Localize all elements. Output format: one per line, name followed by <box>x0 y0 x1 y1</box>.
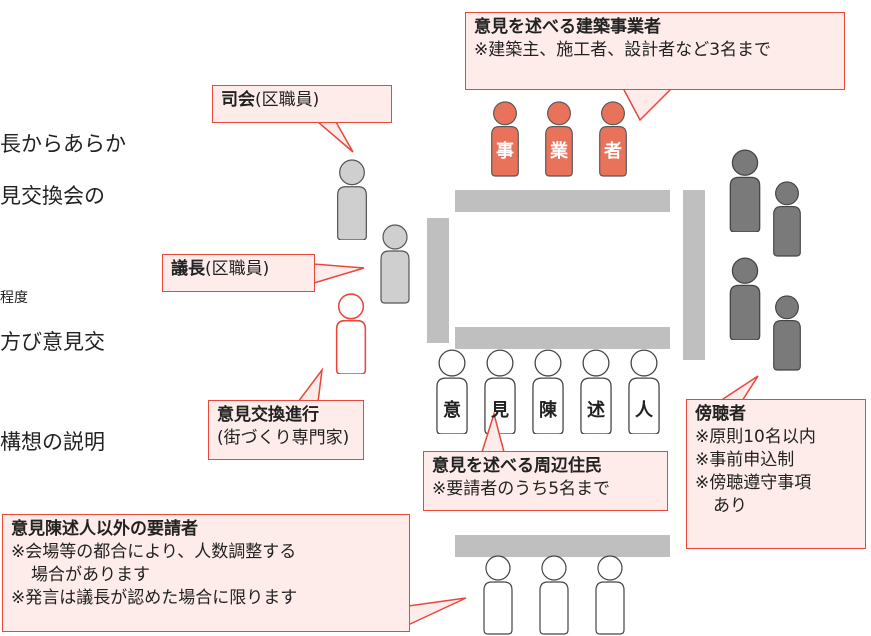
observer-seats <box>729 149 801 371</box>
mc-callout-paren: (区職員) <box>255 90 320 110</box>
resident-seat-label: 意 <box>443 400 461 421</box>
builder-callout-title: 意見を述べる建築事業者 <box>474 17 661 37</box>
background-text-3: 程度 <box>0 290 28 306</box>
observers-callout-title: 傍聴者 <box>695 404 746 424</box>
others-callout-note: ※発言は議長が認めた場合に限ります <box>11 588 298 608</box>
residents-callout-title: 意見を述べる周辺住民 <box>432 456 602 476</box>
facilitator-callout-title: 意見交換進行 <box>217 405 319 425</box>
others-callout-note: 場合があります <box>31 565 150 585</box>
observers-callout-note: あり <box>713 496 747 516</box>
observers-callout-note: ※原則10名以内 <box>695 427 816 447</box>
chair-callout-title: 議長 <box>171 259 205 279</box>
mc-callout: 司会(区職員) <box>212 85 392 123</box>
residents-callout-note: ※要請者のうち5名まで <box>432 479 611 499</box>
meeting-table <box>427 190 705 557</box>
background-text-1: 長からあらか <box>0 132 126 156</box>
background-text-4: 方び意見交 <box>0 330 105 354</box>
facilitator-callout-paren: (街づくり専門家) <box>217 428 350 448</box>
observers-callout: 傍聴者 ※原則10名以内 ※事前申込制 ※傍聴遵守事項 あり <box>686 399 866 549</box>
mc-callout-title: 司会 <box>221 90 255 110</box>
facilitator-callout: 意見交換進行 (街づくり専門家) <box>208 400 364 460</box>
other-requester-seats <box>483 555 625 635</box>
residents-callout: 意見を述べる周辺住民 ※要請者のうち5名まで <box>423 451 668 511</box>
chair-callout: 議長(区職員) <box>162 254 315 292</box>
builder-seat-label: 者 <box>604 141 622 162</box>
others-callout-title: 意見陳述人以外の要請者 <box>11 519 198 539</box>
others-callout: 意見陳述人以外の要請者 ※会場等の都合により、人数調整する 場合があります ※発… <box>2 514 410 632</box>
background-text-5: 構想の説明 <box>0 430 105 454</box>
resident-seat-label: 述 <box>587 400 605 421</box>
builder-seat-label: 事 <box>496 141 514 162</box>
facilitator-seat <box>335 293 367 374</box>
others-callout-note: ※会場等の都合により、人数調整する <box>11 542 297 562</box>
observers-callout-note: ※傍聴遵守事項 <box>695 473 812 493</box>
staff-seats <box>337 159 410 304</box>
chair-callout-paren: (区職員) <box>205 259 270 279</box>
builder-seat-label: 業 <box>550 141 568 162</box>
builder-callout-note: ※建築主、施工者、設計者など3名まで <box>474 40 772 60</box>
background-text-2: 見交換会の <box>0 184 105 208</box>
observers-callout-note: ※事前申込制 <box>695 450 795 470</box>
resident-seat-label: 人 <box>635 400 653 421</box>
resident-seat-label: 陳 <box>539 400 557 421</box>
builder-callout: 意見を述べる建築事業者 ※建築主、施工者、設計者など3名まで <box>465 12 845 90</box>
resident-seat-label: 見 <box>491 400 509 421</box>
